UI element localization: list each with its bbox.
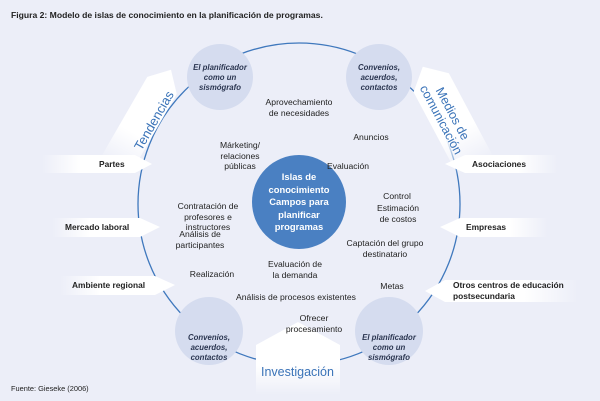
- center-line: Campos para: [269, 196, 329, 207]
- influence-investigacion: Investigación: [261, 365, 334, 379]
- line: Análisis de: [179, 229, 221, 239]
- center-line: Islas de: [281, 171, 317, 182]
- line: El planificador: [193, 63, 247, 72]
- line: como un: [372, 343, 406, 352]
- line: Anuncios: [353, 132, 389, 142]
- line: Convenios,: [357, 63, 401, 72]
- influence-asociaciones: Asociaciones: [472, 159, 526, 169]
- figure-title: Figura 2: Modelo de islas de conocimient…: [11, 10, 323, 20]
- line: El planificador: [362, 333, 416, 342]
- line: como un: [203, 73, 237, 82]
- line: Realización: [189, 269, 235, 279]
- field-analisis-procesos: Análisis de procesos existentes: [236, 292, 356, 303]
- arrow-mercado: [52, 218, 160, 237]
- arrow-ambiente: [60, 276, 175, 295]
- line: sismógrafo: [367, 353, 411, 362]
- line: la demanda: [272, 269, 318, 280]
- line: Evaluación de: [268, 259, 322, 269]
- influence-ambiente-regional: Ambiente regional: [72, 280, 146, 290]
- line: Contratación de: [177, 201, 239, 211]
- line: de necesidades: [268, 107, 330, 118]
- center-line: conocimiento: [268, 183, 330, 195]
- line: profesores e: [184, 211, 232, 222]
- center-circle: [252, 155, 346, 249]
- line: Convenios,: [187, 333, 231, 342]
- influence-mercado-laboral: Mercado laboral: [65, 222, 130, 232]
- line: postsecundaria: [453, 290, 515, 301]
- island-top-right: [346, 44, 412, 110]
- field-metas: Metas: [380, 281, 403, 292]
- line: acuerdos,: [360, 73, 398, 82]
- line: relaciones: [220, 150, 260, 161]
- influence-partes: Partes: [99, 159, 125, 169]
- line: públicas: [224, 161, 256, 171]
- line: Análisis de procesos existentes: [236, 292, 356, 302]
- center-line: programas: [274, 221, 324, 232]
- island-top-left: [187, 44, 253, 110]
- field-realizacion: Realización: [190, 269, 234, 280]
- arrow-investigacion: [256, 322, 340, 395]
- line: Evaluación: [326, 161, 370, 171]
- arrow-empresas: [440, 218, 548, 237]
- arrow-medios: [413, 66, 494, 176]
- line: Márketing/: [219, 140, 261, 150]
- island-bottom-right: [355, 297, 423, 365]
- field-control: Control: [383, 191, 411, 202]
- arrow-tendencias: [99, 69, 177, 177]
- center-line: planificar: [278, 208, 320, 220]
- island-top-right-label: Convenios,acuerdos,contactos: [358, 63, 400, 93]
- line: acuerdos,: [190, 343, 228, 352]
- line: destinatario: [362, 248, 408, 259]
- influence-empresas: Empresas: [466, 222, 507, 232]
- center-label: Islas de conocimiento Campos para planif…: [269, 171, 330, 234]
- field-evaluacion: Evaluación: [327, 161, 369, 172]
- line: Captación del grupo: [346, 238, 424, 248]
- line: de costos: [379, 213, 417, 224]
- line: contactos: [360, 83, 398, 92]
- island-bottom-left: [175, 297, 243, 365]
- line: participantes: [175, 239, 225, 250]
- line: Control: [383, 191, 411, 201]
- line: Estimación: [376, 203, 420, 213]
- line: Aprovechamiento: [265, 97, 333, 107]
- arrow-otros: [425, 280, 578, 302]
- island-bottom-left-label: Convenios,acuerdos,contactos: [188, 333, 230, 363]
- field-anuncios: Anuncios: [353, 132, 388, 143]
- line: Metas: [380, 281, 404, 291]
- source-note: Fuente: Gieseke (2006): [11, 384, 89, 393]
- line: Otros centros de educación: [453, 280, 564, 290]
- line: sismógrafo: [198, 83, 242, 92]
- line: procesamiento: [285, 323, 343, 334]
- line: Ofrecer: [299, 313, 329, 323]
- line: contactos: [190, 353, 228, 362]
- line: instructores: [185, 222, 231, 232]
